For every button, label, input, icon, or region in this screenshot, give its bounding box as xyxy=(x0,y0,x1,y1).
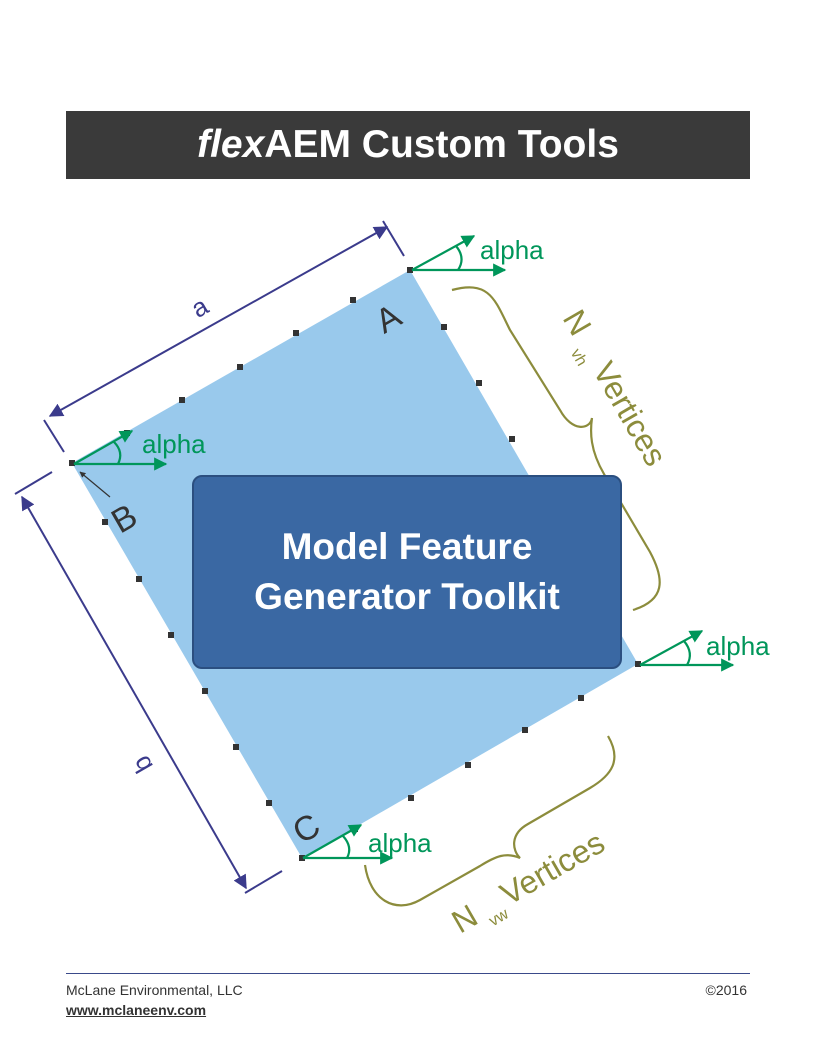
page-title-italic: flex xyxy=(197,123,265,166)
vertex-marker xyxy=(350,297,356,303)
vertex-marker xyxy=(202,688,208,694)
dimension-a-label: a xyxy=(186,290,214,323)
vertex-marker xyxy=(168,632,174,638)
vertex-marker xyxy=(266,800,272,806)
n-vh-sub: vh xyxy=(567,346,590,369)
footer-website-link[interactable]: www.mclaneenv.com xyxy=(66,1002,207,1018)
n-vw-vertices: Vertices xyxy=(494,824,611,912)
n-vh-label: N vh Vertices xyxy=(556,304,674,473)
vertex-marker xyxy=(407,267,413,273)
toolkit-title-line1: Model Feature xyxy=(281,526,533,567)
dimension-a xyxy=(43,220,405,453)
vertex-marker xyxy=(522,727,528,733)
alpha-label-bottom: alpha xyxy=(368,828,432,858)
n-vh-n: N xyxy=(556,304,599,342)
vertex-marker xyxy=(578,695,584,701)
vertex-marker xyxy=(465,762,471,768)
vertex-marker xyxy=(233,744,239,750)
n-vh-vertices: Vertices xyxy=(586,355,674,472)
dimension-b xyxy=(14,471,283,894)
vertex-marker xyxy=(408,795,414,801)
alpha-label-top: alpha xyxy=(480,235,544,265)
alpha-indicator-top xyxy=(411,235,507,277)
vertex-marker xyxy=(441,324,447,330)
dimension-b-label: b xyxy=(126,751,159,779)
alpha-indicator-left xyxy=(73,430,168,471)
vertex-marker xyxy=(509,436,515,442)
brace-vh xyxy=(451,286,661,612)
alpha-label-left: alpha xyxy=(142,429,206,459)
footer-copyright: ©2016 xyxy=(705,982,747,998)
toolkit-panel: Model Feature Generator Toolkit xyxy=(192,475,622,669)
vertex-marker xyxy=(476,380,482,386)
n-vw-label: N vw Vertices xyxy=(446,824,611,940)
pointer-arrow xyxy=(79,471,111,498)
alpha-indicator-right xyxy=(639,630,735,672)
toolkit-title-line2: Generator Toolkit xyxy=(254,576,560,617)
vertex-marker xyxy=(237,364,243,370)
vertex-marker xyxy=(293,330,299,336)
alpha-indicator-bottom xyxy=(302,824,394,865)
n-vw-n: N xyxy=(446,897,484,940)
n-vw-sub: vw xyxy=(486,905,512,930)
vertex-marker xyxy=(635,661,641,667)
page-title-rest: AEM Custom Tools xyxy=(264,123,619,166)
footer-company: McLane Environmental, LLC xyxy=(66,982,243,998)
vertex-marker xyxy=(102,519,108,525)
brace-vw xyxy=(363,735,616,907)
vertex-marker xyxy=(179,397,185,403)
footer-divider xyxy=(66,973,750,974)
vertex-marker xyxy=(69,460,75,466)
vertex-marker xyxy=(136,576,142,582)
vertex-marker xyxy=(299,855,305,861)
alpha-label-right: alpha xyxy=(706,631,770,661)
